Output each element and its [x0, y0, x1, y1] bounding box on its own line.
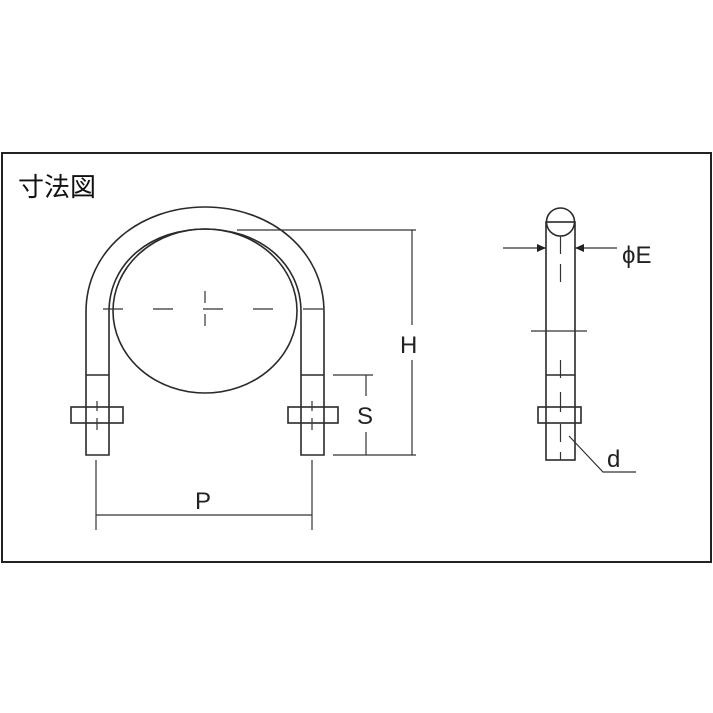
pitch-label: P [195, 488, 211, 515]
thread-diameter-leader: d [568, 435, 636, 473]
u-bolt-side-view: ϕE d [503, 207, 651, 473]
right-nut [287, 406, 339, 424]
horizontal-center-line [103, 291, 323, 326]
height-label: H [400, 332, 417, 359]
height-dimension: H [237, 229, 417, 456]
drawing-title: 寸法図 [18, 173, 96, 203]
thread-length-label: S [357, 403, 373, 430]
rod-diameter-label: ϕE [622, 242, 651, 269]
pipe-circle [112, 228, 298, 394]
side-nut [537, 406, 582, 424]
drawing-frame [1, 152, 712, 563]
u-bolt-front-view: H S P [70, 206, 417, 530]
thread-length-dimension: S [333, 374, 373, 455]
thread-diameter-label: d [607, 446, 620, 473]
u-bolt-outer-edge [85, 206, 325, 456]
pitch-dimension: P [95, 460, 313, 530]
rod-diameter-dimension: ϕE [503, 242, 651, 269]
